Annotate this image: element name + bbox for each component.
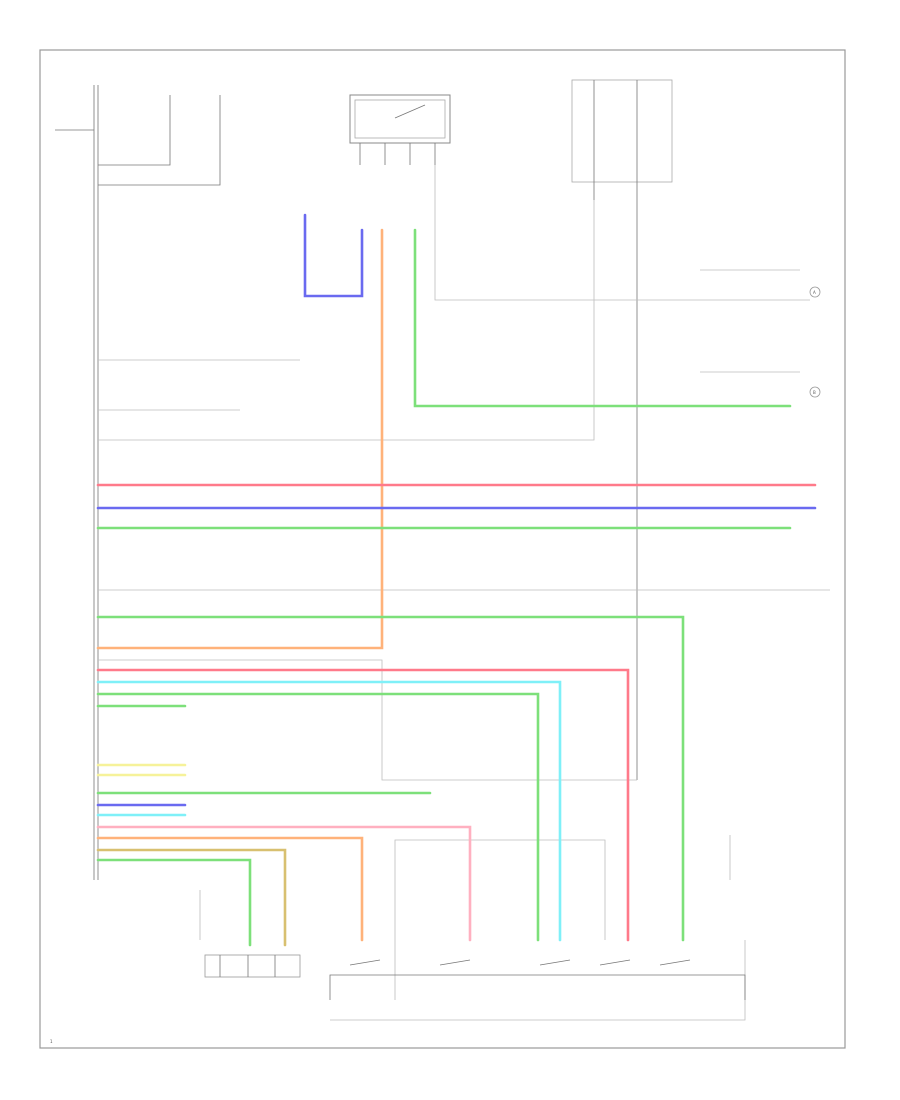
page-code: 1 — [50, 1039, 53, 1044]
wire-cyan-down — [96, 680, 562, 942]
wire-orange-down — [96, 836, 364, 942]
wire-green-relay — [413, 228, 792, 408]
ecu-connector-bus — [93, 85, 99, 880]
connector-markers — [809, 286, 821, 398]
bottom-switch-assembly — [204, 954, 746, 1000]
wire-green-right-drop — [96, 615, 685, 942]
wire-pink-down — [96, 825, 472, 942]
relay-box — [349, 94, 451, 165]
wire-red-down — [96, 668, 630, 942]
fuse-branch-top-left — [55, 95, 221, 186]
ghost-lines — [98, 165, 830, 1021]
connector-a-label: A — [813, 290, 816, 295]
wire-green-down — [96, 692, 540, 942]
wire-orange-main — [96, 228, 384, 650]
fuse-box-top-right — [571, 79, 673, 780]
wire-olive-down — [96, 848, 287, 947]
wire-blue-loop — [303, 213, 364, 298]
diagram-frame — [39, 49, 846, 1049]
connector-b-label: B — [813, 390, 816, 395]
wire-green-left-down — [96, 858, 252, 947]
